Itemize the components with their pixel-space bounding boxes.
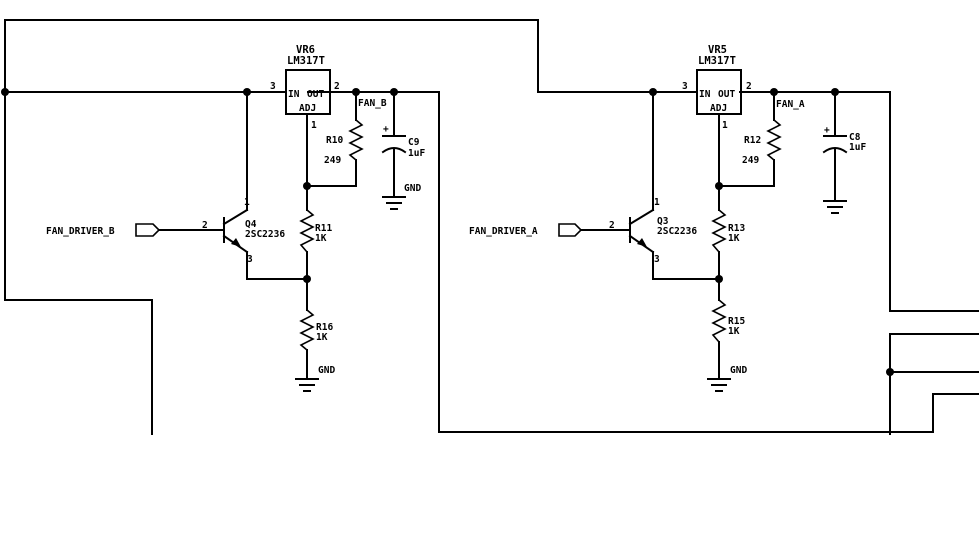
resistor-r11: [299, 209, 315, 253]
capacitor-c9-plate-bottom: [381, 147, 407, 154]
resistor-r10: [348, 119, 364, 161]
regulator-pin-adj-num: 1: [722, 120, 728, 131]
r12-value: 249: [742, 155, 759, 166]
ground-icon: [382, 196, 406, 210]
q4-pin-e: 3: [247, 254, 253, 265]
ground-icon: [295, 378, 319, 392]
q3-ref: Q3: [657, 216, 669, 227]
regulator-pin-in-num: 3: [682, 81, 688, 92]
r12-ref: R12: [744, 135, 761, 146]
r11-value: 1K: [315, 233, 327, 244]
circuit-a: VR5 LM317T IN OUT ADJ 3 2 1 R12 249 + C8…: [469, 44, 894, 392]
regulator-pin-out: OUT: [307, 89, 324, 100]
r11-ref: R11: [315, 223, 332, 234]
q4-pin-c: 1: [244, 197, 250, 208]
q4-ref: Q4: [245, 219, 257, 230]
r16-value: 1K: [316, 332, 328, 343]
transistor-q4: [158, 208, 249, 254]
net-label-fan-a: FAN_A: [776, 99, 805, 110]
regulator-pin-in: IN: [699, 89, 711, 100]
q3-part: 2SC2236: [657, 226, 697, 237]
connector-fan-driver-a: [558, 223, 583, 237]
ground-icon: [823, 200, 847, 214]
c9-ref: C9: [408, 137, 420, 148]
regulator-pin-adj-num: 1: [311, 120, 317, 131]
c8-plus: +: [824, 125, 830, 136]
r15-ref: R15: [728, 316, 745, 327]
resistor-r12: [766, 119, 782, 161]
ground-icon: [707, 378, 731, 392]
regulator-ref: VR5: [708, 44, 727, 56]
r16-ref: R16: [316, 322, 333, 333]
input-net-label: FAN_DRIVER_A: [469, 226, 538, 237]
circuit-b: VR6 LM317T IN OUT ADJ 3 2 1 R10 249 + C9…: [1, 44, 440, 392]
resistor-r15: [711, 299, 727, 343]
resistor-r13: [711, 209, 727, 253]
c9-gnd-label: GND: [404, 183, 421, 194]
regulator-pin-in: IN: [288, 89, 300, 100]
regulator-part: LM317T: [287, 55, 325, 67]
connector-fan-driver-b: [135, 223, 161, 237]
r15-value: 1K: [728, 326, 740, 337]
regulator-pin-adj: ADJ: [299, 103, 316, 114]
regulator-pin-adj: ADJ: [710, 103, 727, 114]
resistor-r16: [299, 309, 315, 351]
regulator-pin-out: OUT: [718, 89, 735, 100]
capacitor-c8-plate-bottom: [822, 147, 848, 154]
regulator-pin-out-num: 2: [334, 81, 340, 92]
c9-value: 1uF: [408, 148, 425, 159]
q3-pin-e: 3: [654, 254, 660, 265]
regulator-pin-in-num: 3: [270, 81, 276, 92]
q4-part: 2SC2236: [245, 229, 285, 240]
r10-ref: R10: [326, 135, 343, 146]
r15-gnd-label: GND: [730, 365, 747, 376]
regulator-pin-out-num: 2: [746, 81, 752, 92]
q3-pin-c: 1: [654, 197, 660, 208]
regulator-ref: VR6: [296, 44, 315, 56]
q4-pin-b: 2: [202, 220, 208, 231]
c8-ref: C8: [849, 132, 861, 143]
transistor-q3: [580, 208, 655, 254]
regulator-part: LM317T: [698, 55, 736, 67]
r13-ref: R13: [728, 223, 745, 234]
r10-value: 249: [324, 155, 341, 166]
net-label-fan-b: FAN_B: [358, 98, 387, 109]
q3-pin-b: 2: [609, 220, 615, 231]
c8-value: 1uF: [849, 142, 866, 153]
input-net-label: FAN_DRIVER_B: [46, 226, 115, 237]
r13-value: 1K: [728, 233, 740, 244]
r16-gnd-label: GND: [318, 365, 335, 376]
c9-plus: +: [383, 124, 389, 135]
